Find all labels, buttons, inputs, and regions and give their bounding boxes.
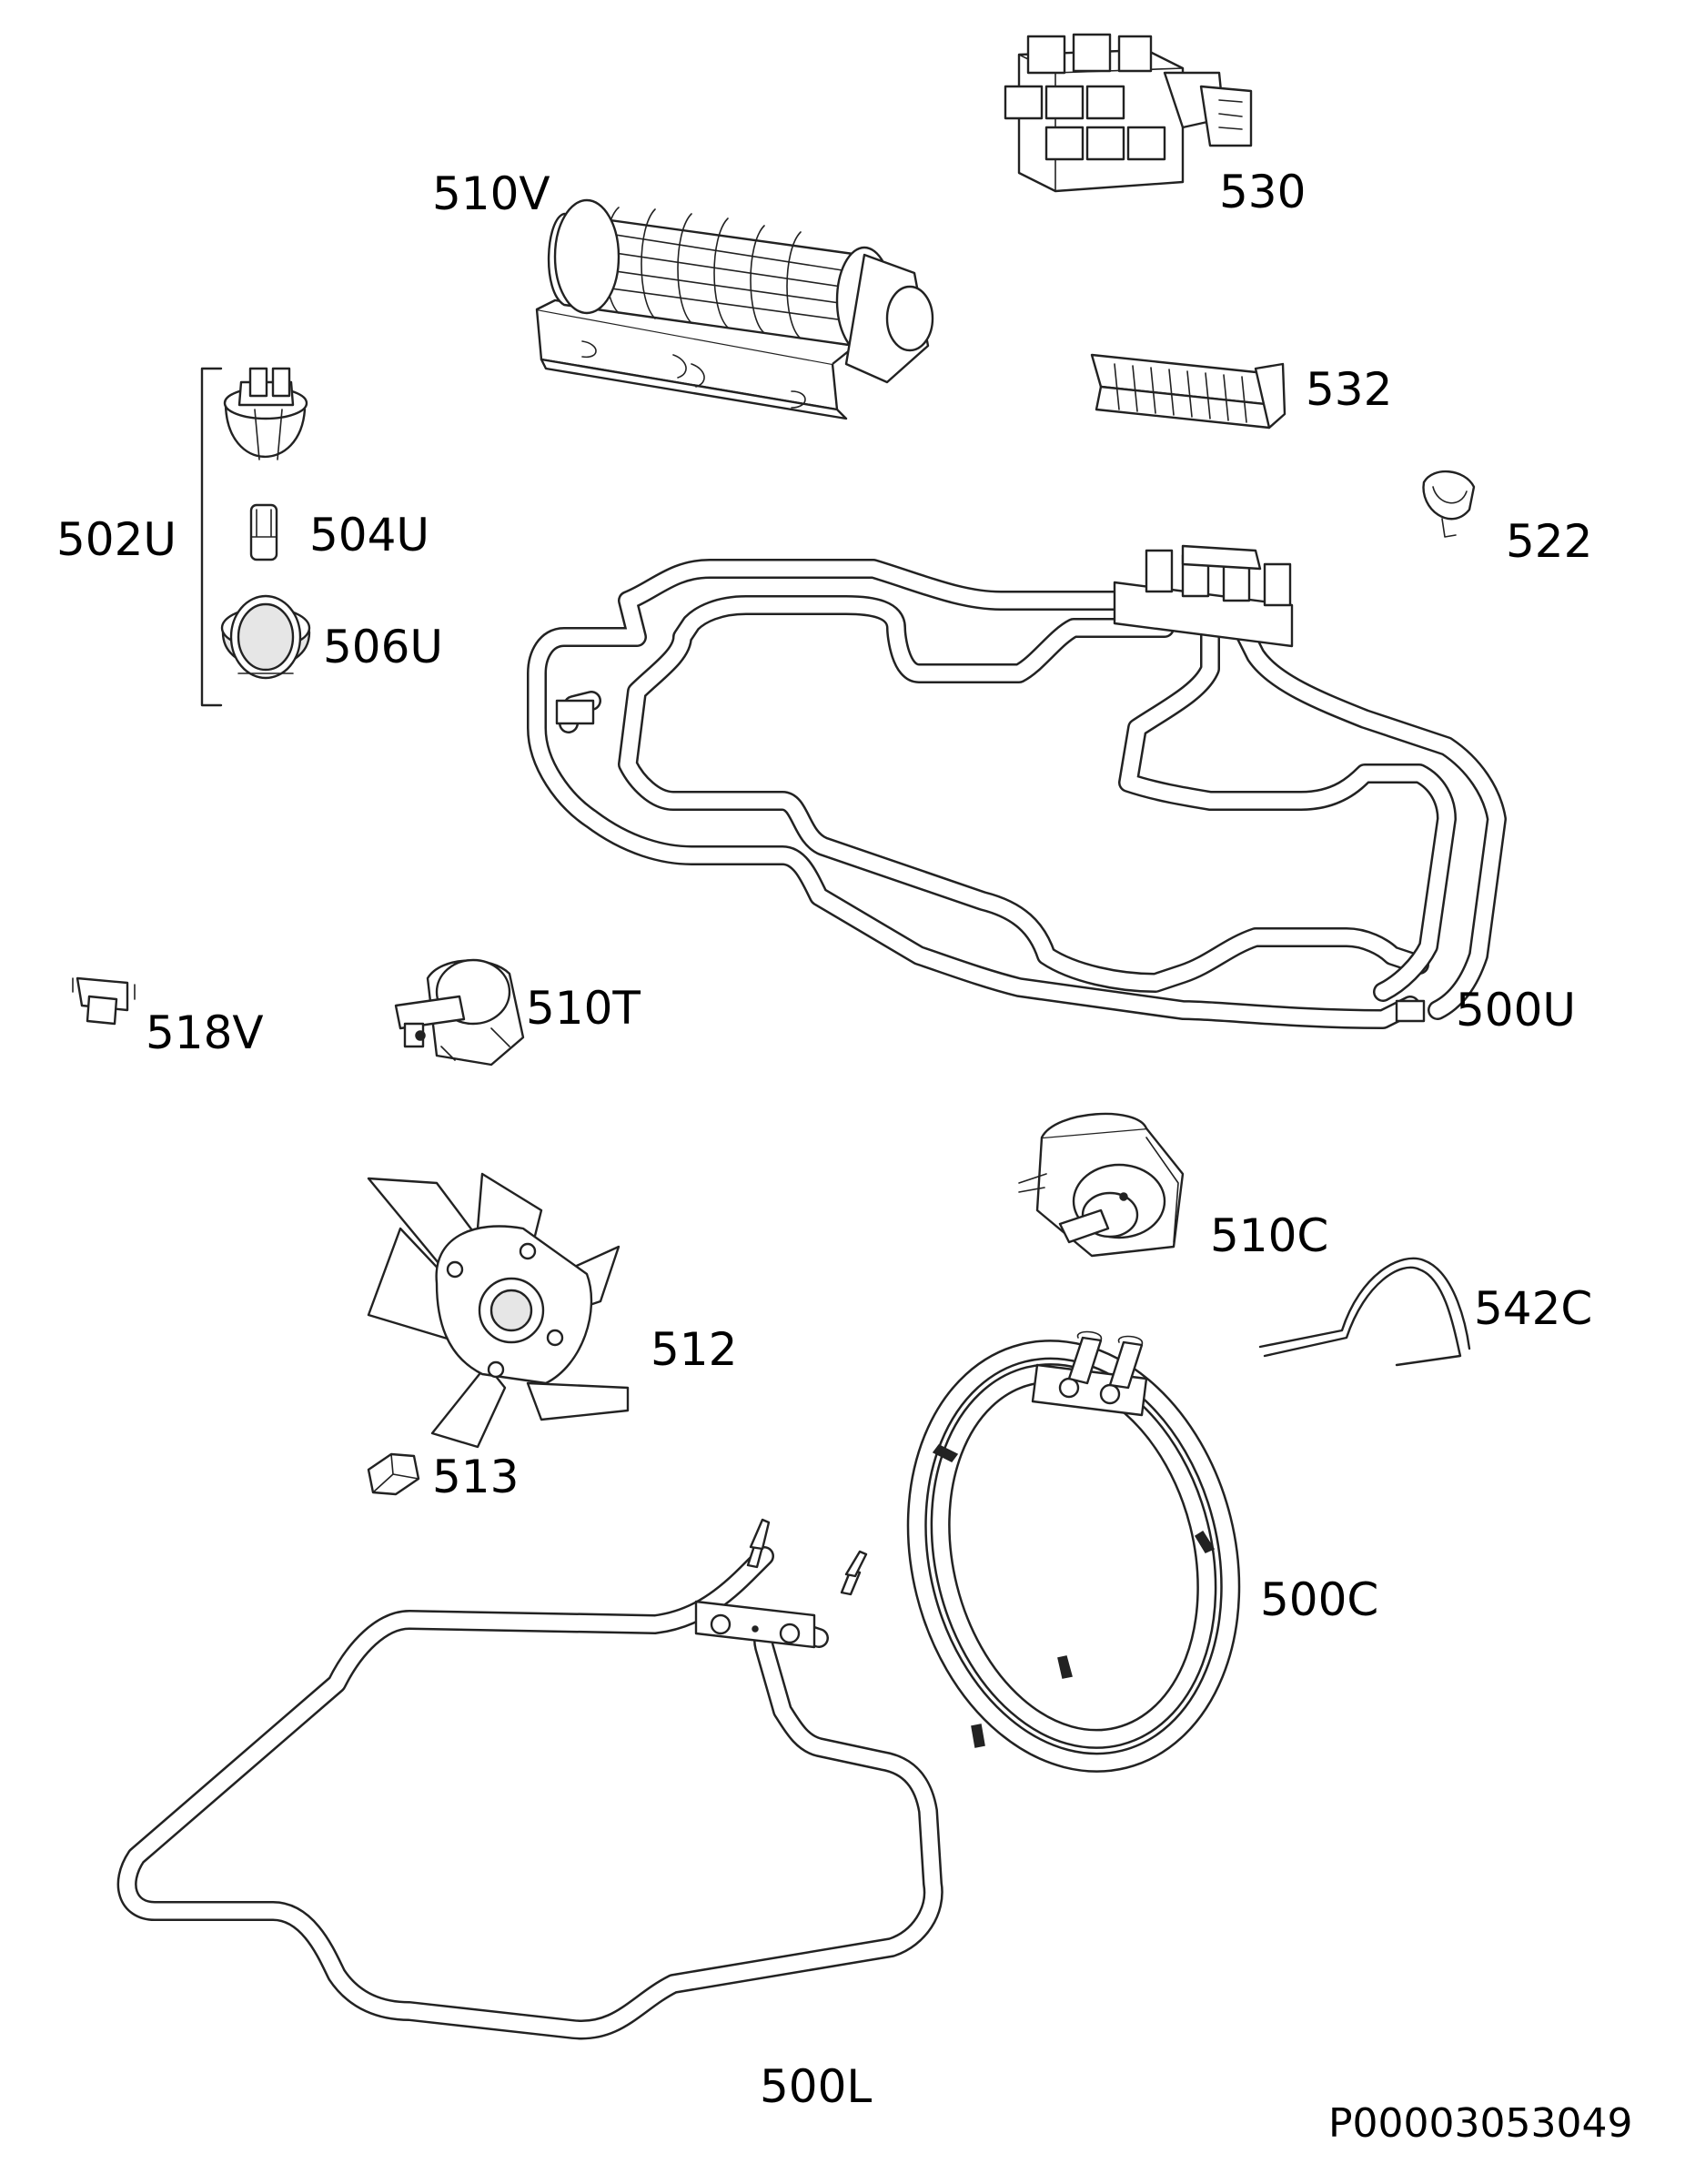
part-532-connector-strip [1090,353,1286,430]
label-510C: 510C [1210,1209,1328,1262]
part-500U-grill-element [527,544,1507,1029]
part-502U-lamp-holder [223,367,308,460]
part-510C-motor [1018,1112,1185,1258]
label-510T: 510T [526,982,641,1035]
label-500L: 500L [760,2060,872,2113]
part-510V-tangential-fan [535,198,934,420]
label-542C: 542C [1474,1282,1592,1335]
label-512: 512 [651,1323,737,1376]
label-500C: 500C [1260,1573,1378,1626]
part-512-fan-blade [367,1172,630,1449]
part-518V-bracket [72,976,136,1026]
part-500L-lower-element [116,1518,943,2040]
part-510T-motor [394,958,525,1067]
label-518V: 518V [146,1006,264,1059]
label-502U: 502U [56,513,177,566]
drawing-code: P00003053049 [1328,2100,1632,2147]
part-500C-circular-element [906,1330,1241,1773]
label-510V: 510V [432,167,550,220]
label-522: 522 [1506,515,1592,568]
label-506U: 506U [323,621,443,673]
part-506U-lamp-cover [220,594,311,680]
label-530: 530 [1219,166,1306,218]
label-500U: 500U [1456,984,1576,1036]
part-542C-clip [1258,1257,1471,1367]
part-504U-lamp-bulb [249,503,278,561]
label-504U: 504U [309,509,429,561]
part-502U-group-bracket [200,367,223,707]
part-513-nut [367,1452,420,1496]
part-522-clip [1422,470,1476,538]
label-513: 513 [432,1451,519,1503]
label-532: 532 [1306,363,1392,416]
part-530-terminal-block [1004,33,1253,193]
